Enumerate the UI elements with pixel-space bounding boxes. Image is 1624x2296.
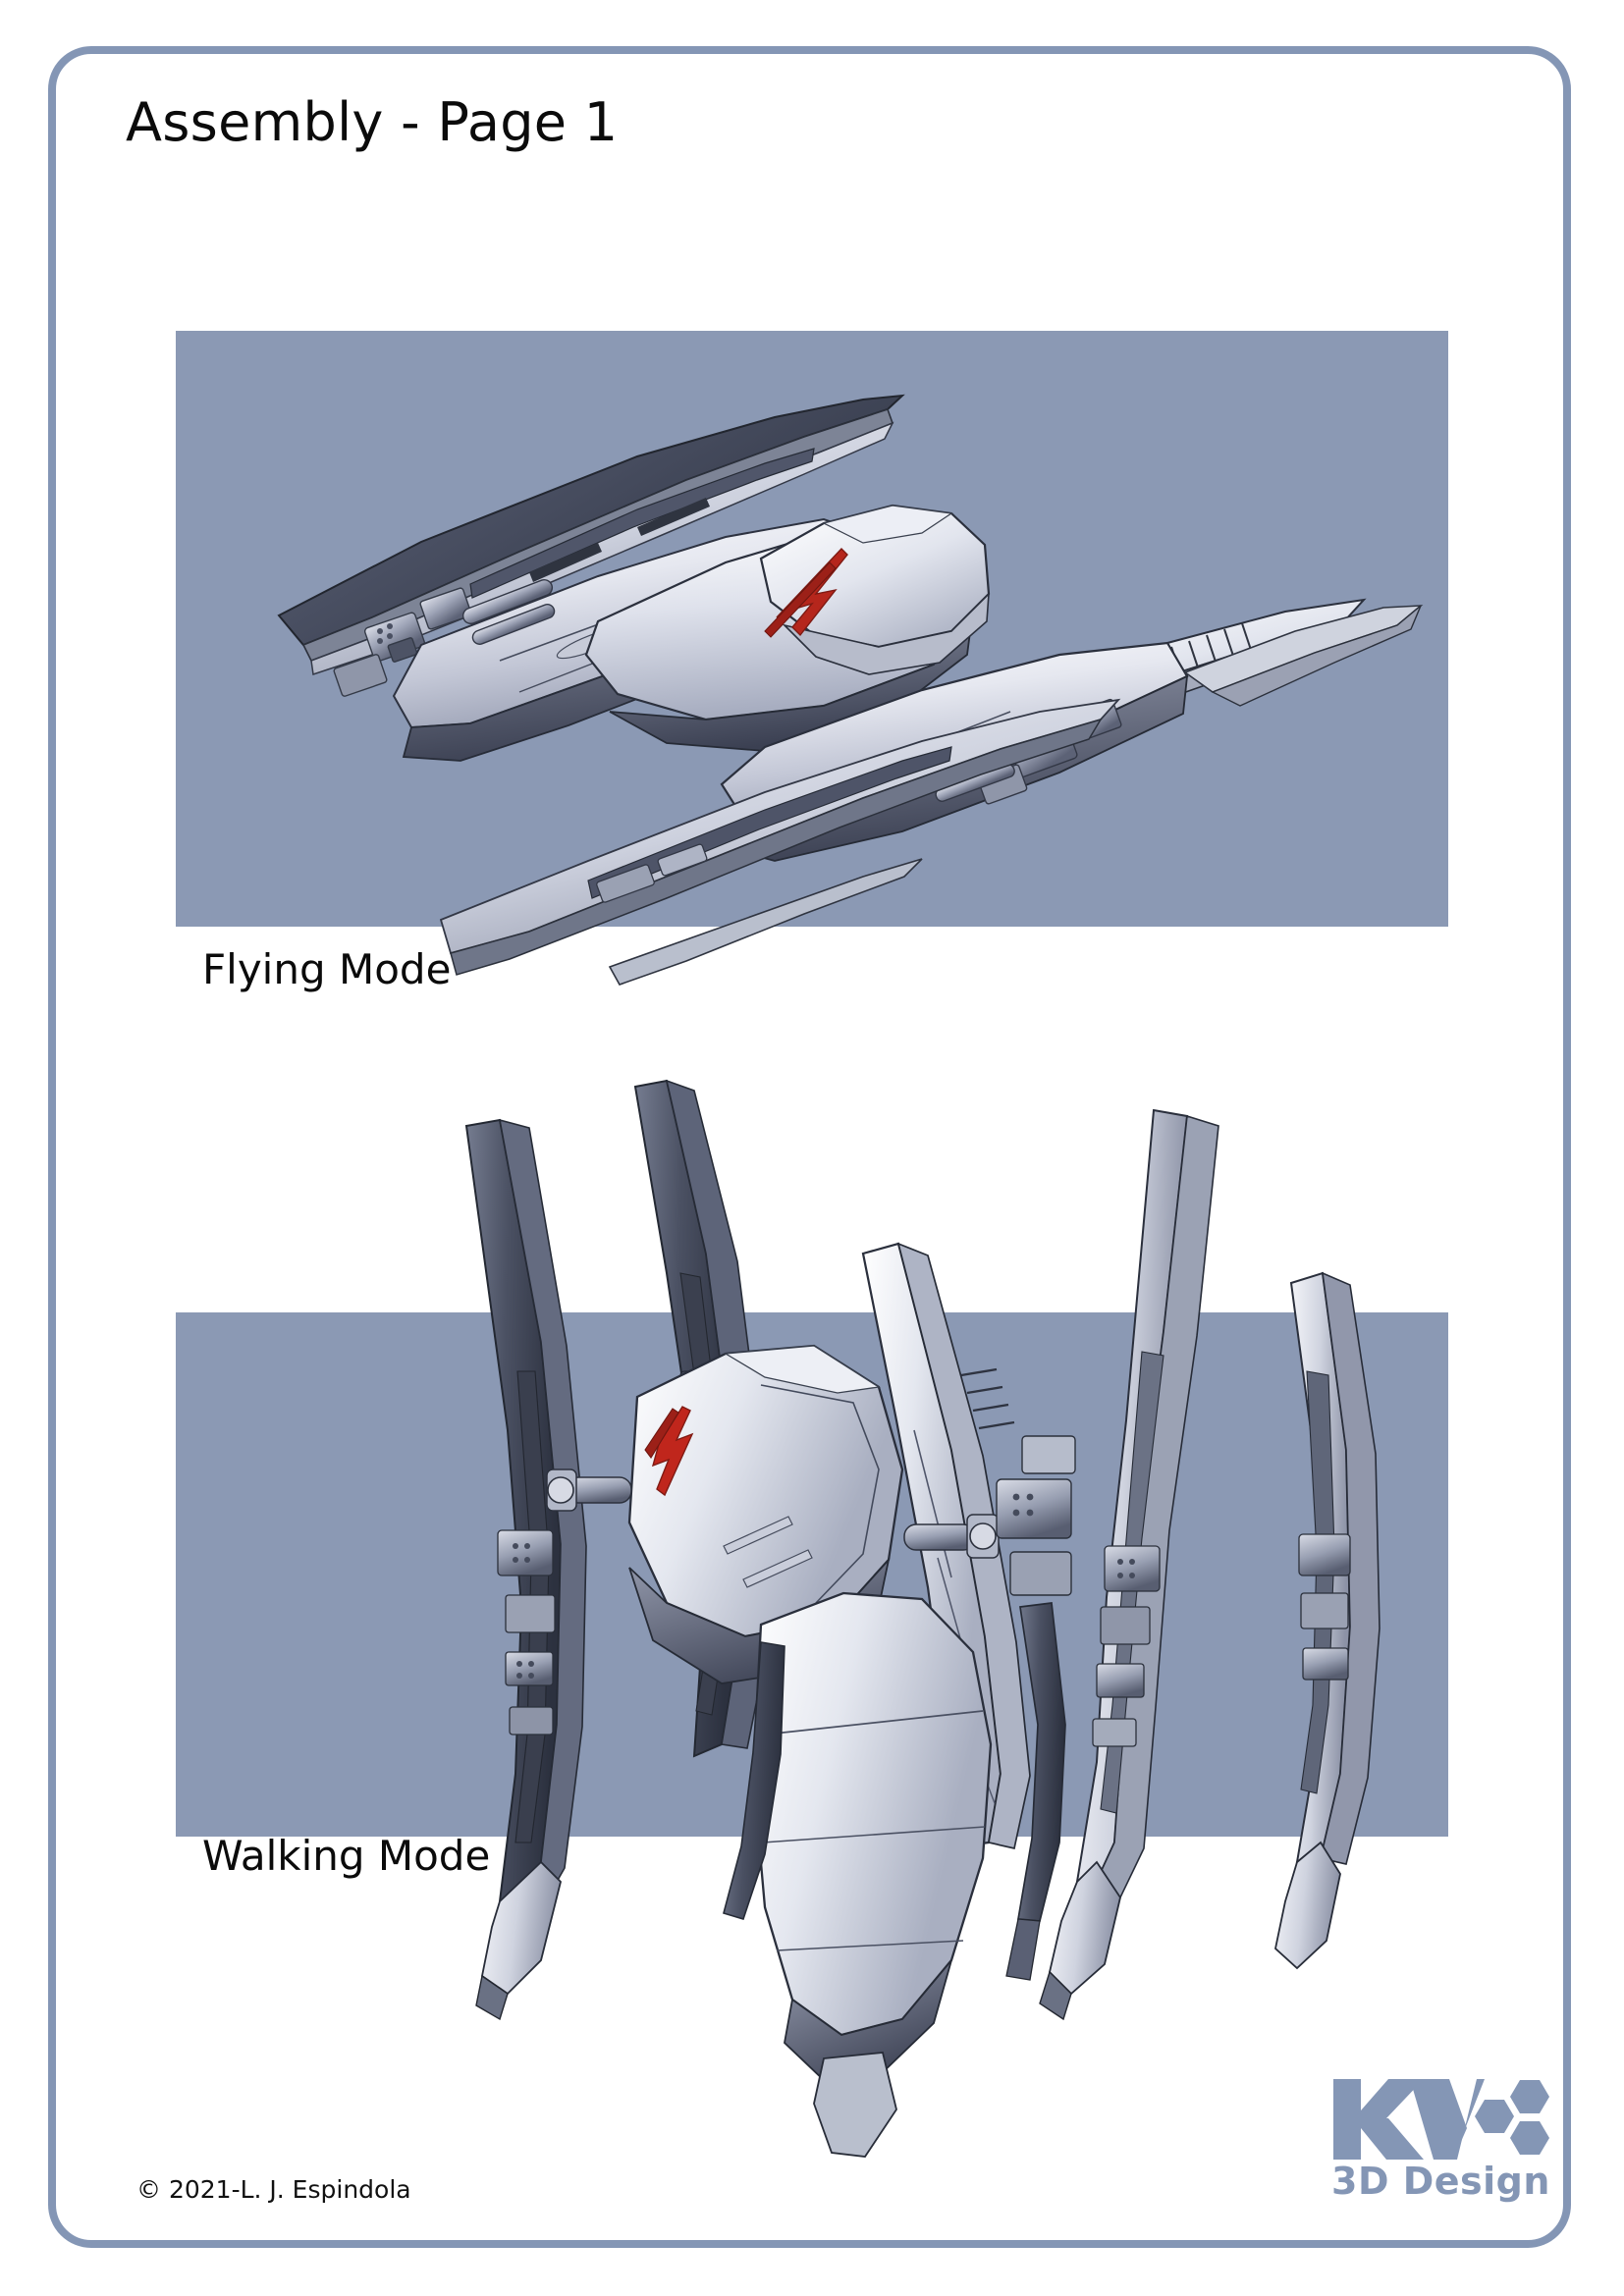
figure-walking-render [176, 1079, 1448, 2158]
walking-mode-illustration [464, 1079, 1380, 2158]
figure-flying-backdrop [176, 331, 1448, 986]
brand-logo: 3D Design [1327, 2073, 1553, 2207]
red-bolt-marking [776, 547, 848, 637]
kv-logo-mark [1333, 2079, 1549, 2160]
figure-flying-render [176, 331, 1448, 986]
figure-walking-caption: Walking Mode [202, 1832, 491, 1880]
hexagon-top-right [1510, 2080, 1549, 2113]
copyright-notice: © 2021-L. J. Espindola [136, 2175, 411, 2204]
hexagon-left [1475, 2100, 1514, 2133]
flying-mode-illustration [277, 394, 1424, 986]
figure-walking-backdrop [176, 1079, 1448, 2158]
page-border-frame [48, 46, 1571, 2248]
page-title: Assembly - Page 1 [126, 91, 619, 153]
hexagon-bottom-right [1510, 2121, 1549, 2155]
red-bolt-marking [651, 1406, 694, 1497]
brand-wordmark: 3D Design [1331, 2160, 1550, 2203]
figure-flying-caption: Flying Mode [202, 945, 452, 993]
